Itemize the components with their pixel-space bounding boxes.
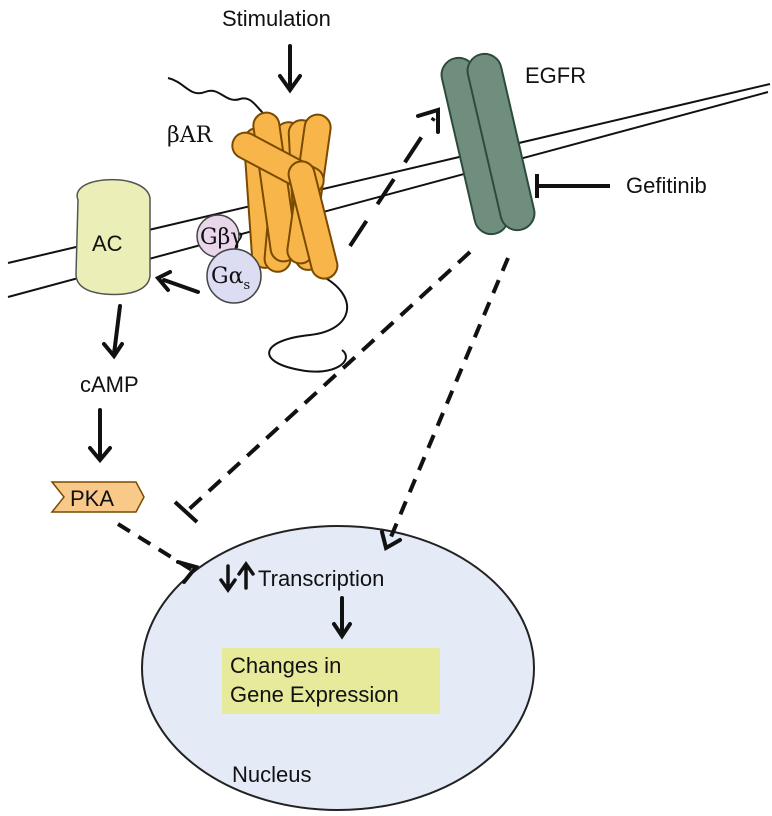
g-alpha-label: Gαs [211, 264, 250, 293]
changes-line-1: Changes in [230, 653, 341, 678]
gene-expression-box [222, 648, 440, 714]
beta-ar-n-terminus [167, 77, 269, 119]
egfr-inhibition-bar [173, 500, 199, 524]
ac-to-camp-arrow [102, 304, 124, 360]
transcription-label: Transcription [258, 566, 384, 591]
egfr-receptor [440, 52, 536, 236]
stimulation-arrow [278, 44, 302, 94]
transactivation-arrowhead [416, 107, 440, 134]
egfr-label: EGFR [525, 63, 586, 88]
decrease-arrow [219, 564, 237, 594]
transactivation-dashed-arrow [348, 116, 436, 248]
g-alpha-s-subunit [206, 248, 262, 304]
camp-label: cAMP [80, 372, 139, 397]
egfr-inhibition-dashed [184, 250, 472, 514]
pka-label: PKA [70, 486, 114, 511]
pka-arrowhead [176, 560, 200, 584]
egfr-to-transcription-dashed [386, 257, 510, 545]
camp-to-pka-arrow [88, 408, 112, 464]
nucleus-label: Nucleus [232, 762, 311, 787]
pka-enzyme [50, 481, 145, 513]
stimulation-label: Stimulation [222, 6, 331, 31]
g-beta-gamma-label: Gβγ [200, 225, 243, 250]
beta-ar-c-terminus [268, 274, 348, 373]
adenylyl-cyclase [75, 178, 151, 296]
galpha-to-ac-arrow [154, 270, 200, 294]
egfr-to-transcription-arrowhead [380, 530, 402, 552]
gefitinib-label: Gefitinib [626, 173, 707, 198]
changes-line-2: Gene Expression [230, 682, 399, 707]
beta-adrenergic-receptor [231, 111, 339, 280]
beta-ar-label: βAR [167, 123, 214, 148]
transcription-to-expression-arrow [332, 596, 352, 640]
increase-arrow [237, 560, 255, 590]
ac-label: AC [92, 231, 123, 256]
